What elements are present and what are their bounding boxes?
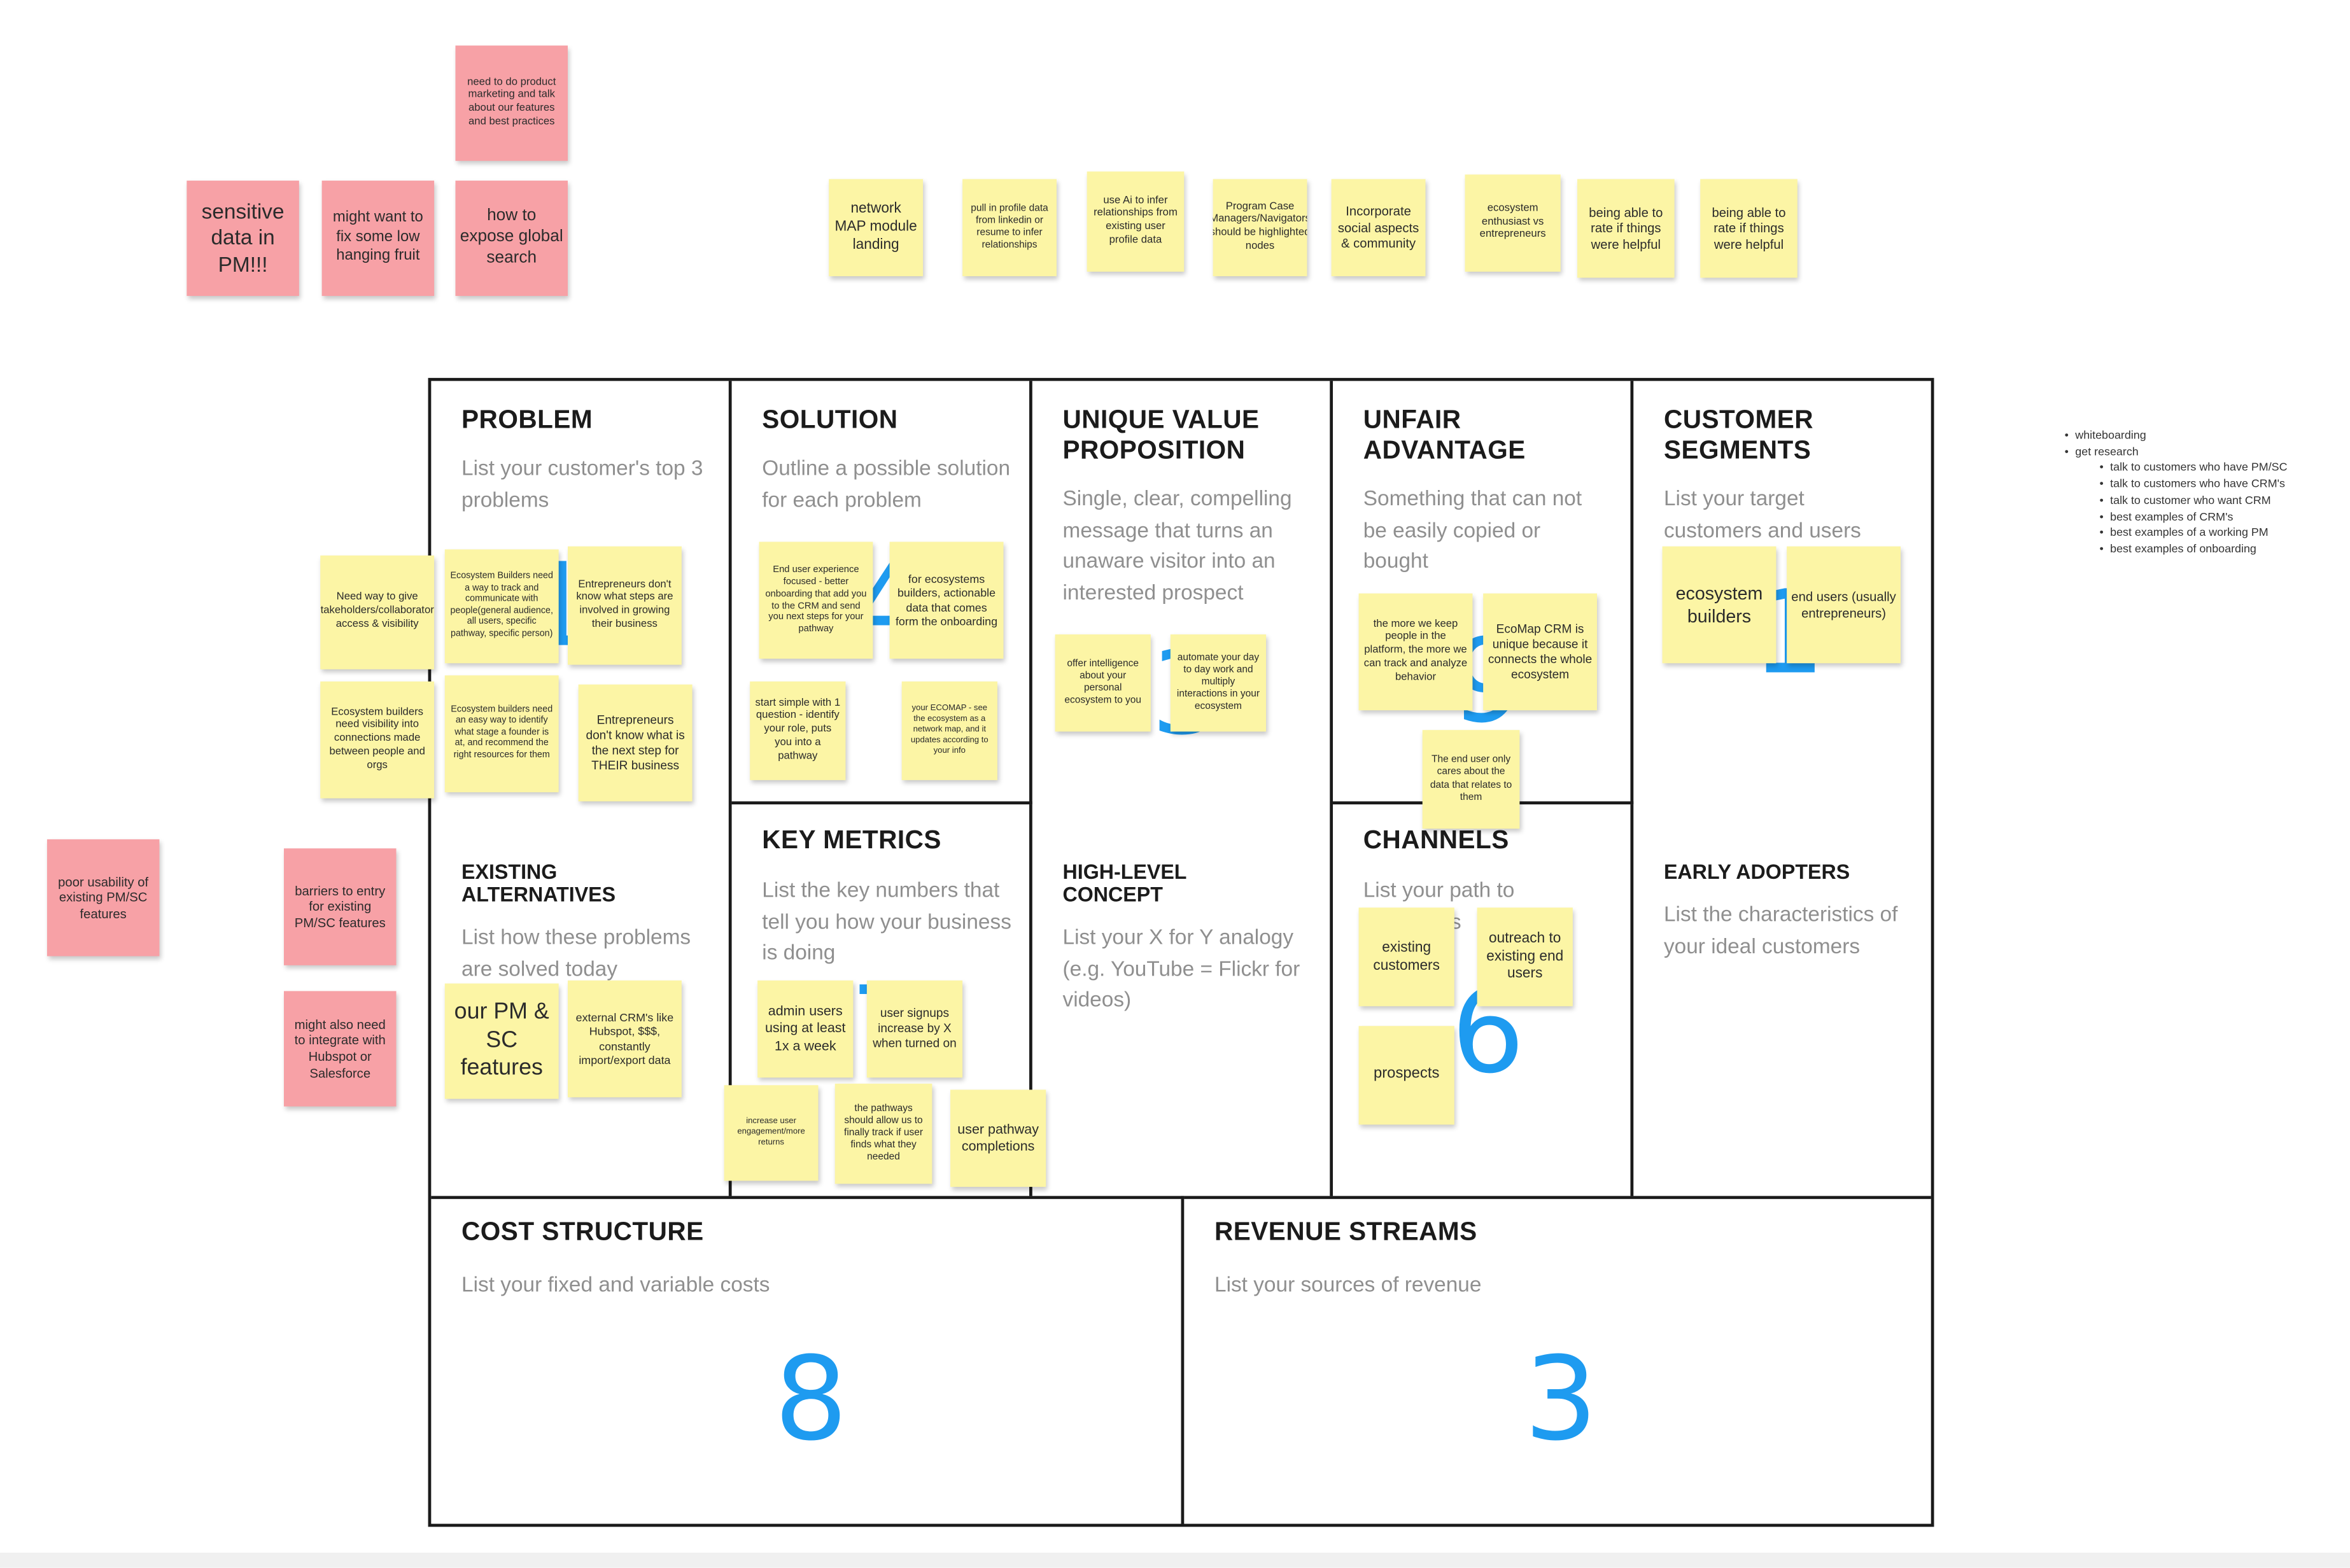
sticky-note-prospects[interactable]: prospects	[1358, 1026, 1454, 1125]
subsection-description: List how these problems are solved today	[461, 924, 691, 980]
section-description: Outline a possible solution for each pro…	[762, 455, 1011, 511]
list-item: get research	[2065, 444, 2288, 461]
sticky-note-identify-stage[interactable]: Ecosystem builders need an easy way to i…	[444, 675, 559, 792]
list-item: talk to customer who want CRM	[2099, 493, 2287, 510]
sticky-note-admin-users[interactable]: admin users using at least 1x a week	[757, 980, 854, 1078]
sticky-note-case-managers[interactable]: Program Case Managers/Navigators should …	[1213, 179, 1307, 277]
sticky-note-offer-intelligence[interactable]: offer intelligence about your personal e…	[1055, 634, 1151, 732]
subsection-description: List your X for Y analogy (e.g. YouTube …	[1062, 924, 1300, 1011]
revenue-streams-section: REVENUE STREAMS List your sources of rev…	[1184, 1196, 1931, 1523]
sticky-note-end-user-cares[interactable]: The end user only cares about the data t…	[1422, 730, 1520, 829]
list-item: best examples of CRM's	[2099, 509, 2287, 526]
sticky-note-pathways-track[interactable]: the pathways should allow us to finally …	[834, 1083, 932, 1184]
sticky-note-low-hanging-fruit[interactable]: might want to fix some low hanging fruit	[321, 180, 435, 297]
sticky-note-entrepreneurs-steps[interactable]: Entrepreneurs don't know what steps are …	[567, 546, 682, 665]
section-description: List your fixed and variable costs	[461, 1271, 770, 1296]
uvp-section: UNIQUE VALUE PROPOSITION Single, clear, …	[1032, 381, 1333, 1196]
section-title: UNIQUE VALUE PROPOSITION	[1062, 405, 1260, 465]
sticky-note-rate-helpful-1[interactable]: being able to rate if things were helpfu…	[1577, 179, 1675, 278]
cost-structure-section: COST STRUCTURE List your fixed and varia…	[431, 1196, 1185, 1524]
sticky-note-social-aspects[interactable]: Incorporate social aspects & community	[1331, 179, 1426, 277]
list-item: talk to customers who have PM/SC	[2099, 461, 2287, 477]
sticky-note-our-pm-sc[interactable]: our PM & SC features	[444, 983, 559, 1099]
section-description: List your sources of revenue	[1214, 1271, 1482, 1296]
sticky-note-end-users-entrepreneurs[interactable]: end users (usually entrepreneurs)	[1787, 546, 1901, 664]
subsection-description: List the characteristics of your ideal c…	[1663, 901, 1898, 957]
customer-segments-section: CUSTOMER SEGMENTS List your target custo…	[1633, 381, 1931, 1196]
section-title: CUSTOMER SEGMENTS	[1663, 405, 1814, 465]
sticky-note-user-signups[interactable]: user signups increase by X when turned o…	[866, 980, 963, 1078]
sticky-note-ecosystem-builders[interactable]: ecosystem builders	[1662, 546, 1777, 664]
list-item: best examples of a working PM	[2099, 526, 2287, 542]
sticky-note-ecosystem-enthusiast[interactable]: ecosystem enthusiast vs entrepreneurs	[1465, 174, 1561, 272]
sticky-note-onboarding[interactable]: End user experience focused - better onb…	[759, 542, 873, 659]
sticky-note-outreach-end-users[interactable]: outreach to existing end users	[1477, 907, 1573, 1007]
sticky-note-start-simple[interactable]: start simple with 1 question - identify …	[750, 681, 846, 780]
subsection-title: EARLY ADOPTERS	[1663, 860, 1850, 884]
sticky-note-ecomap-crm-unique[interactable]: EcoMap CRM is unique because it connects…	[1483, 593, 1598, 711]
section-title: UNFAIR ADVANTAGE	[1363, 405, 1526, 465]
section-description: Something that can not be easily copied …	[1363, 486, 1582, 573]
section-description: List your target customers and users	[1663, 486, 1861, 542]
section-title: REVENUE STREAMS	[1214, 1217, 1477, 1247]
section-description: Single, clear, compelling message that t…	[1062, 486, 1292, 604]
sticky-note-product-marketing[interactable]: need to do product marketing and talk ab…	[455, 45, 568, 161]
sticky-note-sensitive-data[interactable]: sensitive data in PM!!!	[186, 180, 299, 297]
list-item: whiteboarding	[2065, 428, 2288, 445]
section-title: SOLUTION	[762, 405, 898, 435]
section-description: List the key numbers that tell you how y…	[762, 877, 1011, 964]
sticky-note-global-search[interactable]: how to expose global search	[455, 180, 568, 297]
subsection-title: HIGH-LEVEL CONCEPT	[1062, 860, 1187, 906]
sticky-note-stakeholders-access[interactable]: Need way to give stakeholders/collaborat…	[320, 555, 435, 669]
sticky-note-external-crm[interactable]: external CRM's like Hubspot, $$$, consta…	[567, 980, 682, 1098]
section-number: 8	[774, 1331, 848, 1466]
sticky-note-engagement-returns[interactable]: increase user engagement/more returns	[724, 1085, 819, 1181]
sticky-note-rate-helpful-2[interactable]: being able to rate if things were helpfu…	[1700, 179, 1798, 278]
sticky-note-poor-usability[interactable]: poor usability of existing PM/SC feature…	[46, 839, 160, 956]
section-title: COST STRUCTURE	[461, 1217, 704, 1247]
canvas-bottom-strip	[0, 1552, 2350, 1568]
sticky-note-hubspot-integrate[interactable]: might also need to integrate with Hubspo…	[283, 991, 397, 1107]
sticky-note-pathway-completions[interactable]: user pathway completions	[950, 1089, 1046, 1187]
list-item: best examples of onboarding	[2099, 542, 2287, 558]
sticky-note-linkedin-profile[interactable]: pull in profile data from linkedin or re…	[962, 179, 1057, 277]
sticky-note-barriers-entry[interactable]: barriers to entry for existing PM/SC fea…	[283, 848, 397, 965]
sticky-note-actionable-data[interactable]: for ecosystems builders, actionable data…	[889, 542, 1004, 659]
sticky-note-existing-customers[interactable]: existing customers	[1358, 907, 1454, 1007]
subsection-title: EXISTING ALTERNATIVES	[461, 860, 616, 906]
section-title: KEY METRICS	[762, 825, 941, 855]
list-item: talk to customers who have CRM's	[2099, 477, 2287, 493]
section-description: List your customer's top 3 problems	[461, 455, 703, 511]
section-title: PROBLEM	[461, 405, 593, 435]
research-notes-list[interactable]: whiteboarding get research talk to custo…	[2065, 428, 2288, 558]
section-number: 3	[1524, 1331, 1598, 1466]
sticky-note-ecosystem-visibility[interactable]: Ecosystem builders need visibility into …	[320, 681, 435, 799]
sticky-note-next-step[interactable]: Entrepreneurs don't know what is the nex…	[578, 684, 693, 802]
sticky-note-ai-infer[interactable]: use Ai to infer relationships from exist…	[1087, 171, 1185, 272]
sticky-note-automate-day[interactable]: automate your day to day work and multip…	[1170, 634, 1267, 732]
sticky-note-network-map[interactable]: network MAP module landing	[829, 179, 924, 277]
sticky-note-ecomap-see[interactable]: your ECOMAP - see the ecosystem as a net…	[901, 681, 997, 780]
section-title: CHANNELS	[1363, 825, 1509, 855]
sticky-note-track-communicate[interactable]: Ecosystem Builders need a way to track a…	[444, 549, 559, 664]
sticky-note-keep-people[interactable]: the more we keep people in the platform,…	[1358, 593, 1473, 711]
